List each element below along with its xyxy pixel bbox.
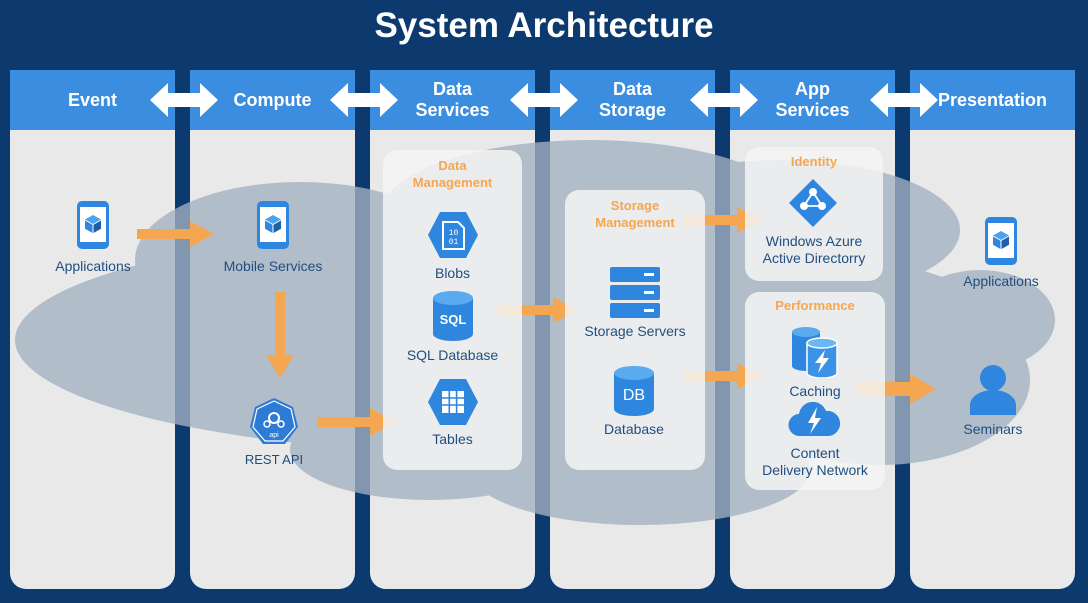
cdn-cloud-icon <box>788 402 840 437</box>
arrow-applications-to-mobile <box>137 221 214 247</box>
tables-label: Tables <box>432 431 473 447</box>
storage-management-title: Storage Management <box>595 198 675 230</box>
double-arrow-icon <box>510 83 578 117</box>
active-directory-icon <box>789 179 837 227</box>
mobile-services-icon <box>257 201 289 249</box>
double-arrow-icon <box>150 83 218 117</box>
column-header <box>10 70 175 130</box>
cdn-label: Content Delivery Network <box>762 445 868 478</box>
double-arrow-icon <box>690 83 758 117</box>
arrow-caching-to-seminars <box>857 374 936 404</box>
column-label-event: Event <box>67 89 118 110</box>
db-glyph: DB <box>623 387 645 404</box>
cache-icon <box>792 327 838 378</box>
applications-event-label: Applications <box>55 258 131 274</box>
column-label-compute: Compute <box>233 89 312 110</box>
storage-servers-icon <box>610 267 660 318</box>
double-arrow-icon <box>870 83 938 117</box>
column-label-data-storage: Data Storage <box>598 79 667 120</box>
column-label-app-services: App Services <box>775 79 850 120</box>
database-icon: DB <box>614 366 654 416</box>
arrow-restapi-to-tables <box>317 408 396 436</box>
database-label: Database <box>604 421 664 437</box>
data-management-title: Data Management <box>412 158 493 190</box>
performance-title: Performance <box>775 298 855 313</box>
table-storage-icon <box>428 379 478 425</box>
storage-servers-label: Storage Servers <box>584 323 686 339</box>
mobile-app-icon <box>985 217 1017 265</box>
applications-presentation-label: Applications <box>963 273 1039 289</box>
storage-management-panel <box>565 190 705 470</box>
blob-storage-icon: 10 01 <box>428 212 478 258</box>
column-label-data-services: Data Services <box>415 79 490 120</box>
sql-database-icon: SQL <box>433 291 473 341</box>
seminars-label: Seminars <box>963 421 1023 437</box>
flow-arrows <box>137 207 936 436</box>
blob-glyph-line-1: 10 <box>449 229 459 238</box>
rest-api-icon: api <box>250 398 298 444</box>
user-icon <box>970 365 1016 415</box>
mobile-services-label: Mobile Services <box>223 258 323 274</box>
arrow-storage-to-identity <box>684 207 763 233</box>
cloud-shape <box>15 140 1055 525</box>
blob-glyph-line-2: 01 <box>449 238 459 247</box>
arrow-sql-to-storage <box>498 297 578 323</box>
column-label-presentation: Presentation <box>937 89 1048 110</box>
arrow-database-to-caching <box>684 363 763 389</box>
mobile-app-icon <box>77 201 109 249</box>
sql-database-label: SQL Database <box>406 347 499 363</box>
sql-glyph: SQL <box>440 312 467 327</box>
api-badge-text: api <box>269 432 279 439</box>
identity-title: Identity <box>790 154 838 169</box>
blobs-label: Blobs <box>434 265 471 281</box>
windows-azure-label: Windows Azure Active Directorry <box>762 233 866 266</box>
rest-api-label: REST API <box>244 452 304 467</box>
performance-panel <box>745 292 885 490</box>
double-arrow-icon <box>330 83 398 117</box>
diagram-title: System Architecture <box>374 6 714 45</box>
arrow-mobile-to-restapi <box>266 292 294 378</box>
caching-label: Caching <box>789 383 841 399</box>
